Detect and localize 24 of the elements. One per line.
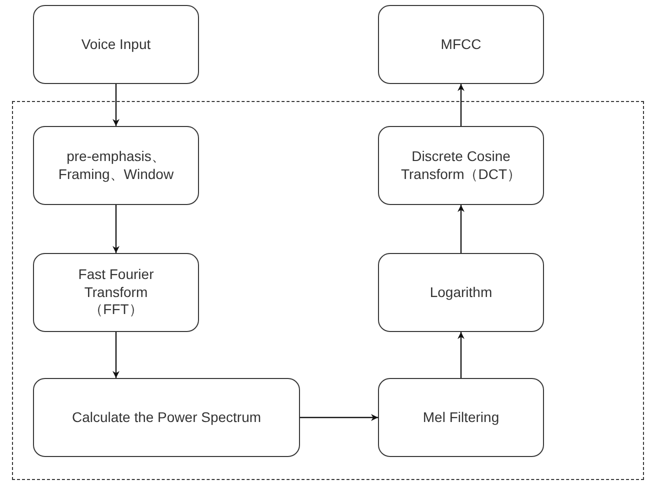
process-box [378, 126, 544, 205]
step-label: pre-emphasis、Framing、Window [57, 148, 175, 183]
step-label: Logarithm [428, 284, 494, 302]
process-box [33, 378, 300, 457]
process-box [33, 126, 199, 205]
step-label: Voice Input [80, 36, 152, 54]
process-box [378, 253, 544, 332]
step-label: MFCC [440, 36, 482, 54]
step-label: Mel Filtering [422, 408, 500, 426]
arrow [458, 84, 464, 126]
step-label: Fast Fourier Transform（FFT） [77, 266, 155, 319]
arrow [458, 205, 464, 253]
arrow [112, 205, 120, 253]
arrow [112, 332, 120, 378]
step-label: Discrete Cosine Transform（DCT） [400, 148, 522, 183]
dashed-group-frame [12, 101, 644, 480]
arrow [112, 84, 120, 126]
step-label: Calculate the Power Spectrum [70, 408, 262, 426]
arrow [300, 414, 378, 421]
process-box [33, 5, 199, 84]
process-box [378, 5, 544, 84]
arrow [458, 332, 464, 378]
process-box [33, 253, 199, 332]
process-box [378, 378, 544, 457]
